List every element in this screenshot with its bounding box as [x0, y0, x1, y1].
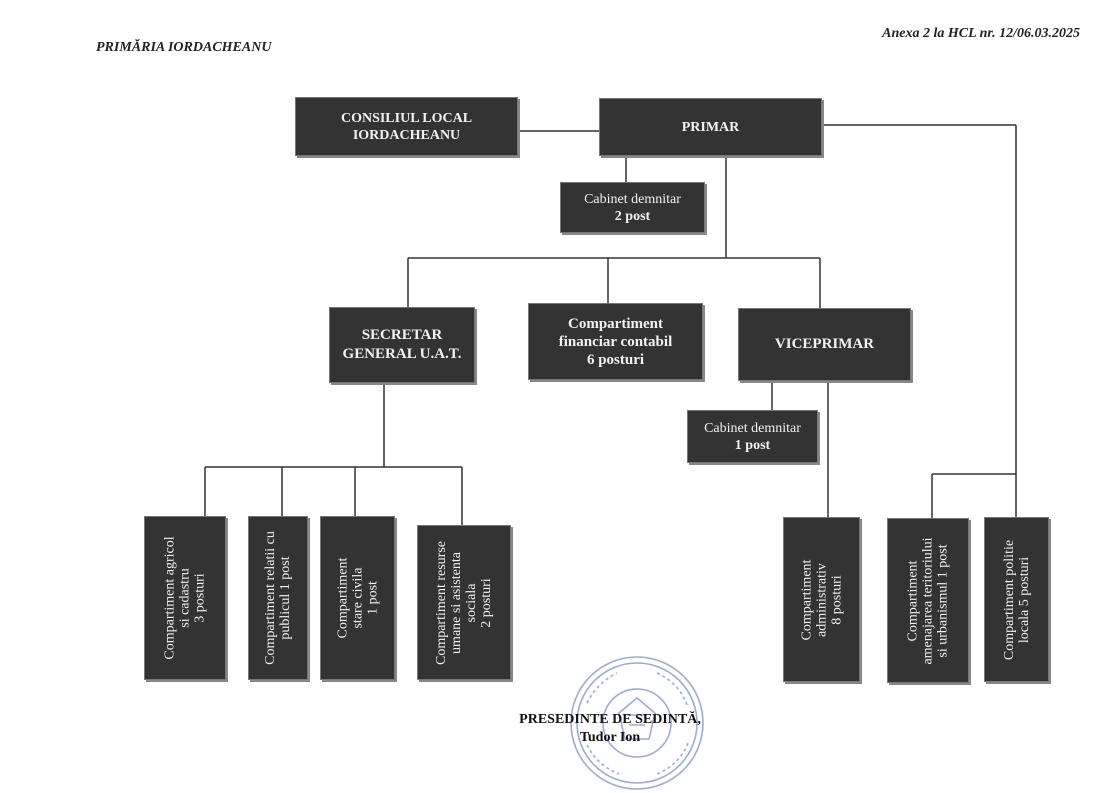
secretar-line2: GENERAL U.A.T. [342, 346, 462, 362]
secretar-line1: SECRETAR [361, 327, 443, 343]
compartiment-relatii-box: Compartiment relatii cu publicul 1 post [248, 516, 308, 680]
signature-block: PRESEDINTE DE SEDINTĂ, Tudor Ion [500, 711, 720, 747]
compartiment-agricol-box: Compartiment agricol si cadastru 3 postu… [144, 516, 226, 680]
cabinet-viceprimar-box: Cabinet demnitar 1 post [687, 410, 818, 463]
financiar-line2: financiar contabil [558, 333, 673, 350]
cabinet-viceprimar-line1: Cabinet demnitar [704, 420, 801, 436]
relatii-line1: Compartiment relatii cu [263, 531, 278, 665]
consiliu-local-box: CONSILIUL LOCAL IORDACHEANU [295, 97, 518, 156]
agricol-line2: si cadastru [177, 568, 193, 628]
administrativ-line1: Compartiment [799, 559, 814, 640]
compartiment-administrativ-box: Compartiment administrativ 8 posturi [783, 517, 860, 682]
financiar-line1: Compartiment [568, 315, 663, 332]
politie-line1: Compartiment politie [1001, 539, 1017, 660]
amenajare-line3: si urbanismul 1 post [935, 543, 951, 658]
stare-civila-line2: stare civila [350, 567, 365, 629]
cabinet-primar-box: Cabinet demnitar 2 post [560, 182, 705, 233]
politie-line2: locala 5 posturi [1016, 556, 1032, 643]
resurse-line4: 2 posturi [479, 577, 494, 628]
viceprimar-label: VICEPRIMAR [774, 336, 875, 352]
resurse-line1: Compartiment resurse [434, 540, 449, 665]
stare-civila-line3: 1 post [365, 581, 380, 615]
signature-name: Tudor Ion [579, 730, 641, 745]
agricol-line1: Compartiment agricol [162, 536, 178, 660]
administrativ-line3: 8 posturi [829, 574, 844, 625]
annex-reference: Anexa 2 la HCL nr. 12/06.03.2025 [882, 26, 1080, 41]
administrativ-line2: administrativ [814, 562, 829, 637]
signature-title: PRESEDINTE DE SEDINTĂ, [519, 712, 701, 727]
secretar-general-box: SECRETAR GENERAL U.A.T. [329, 307, 475, 383]
consiliu-line2: IORDACHEANU [352, 127, 461, 143]
compartiment-resurse-umane-box: Compartiment resurse umane si asistenta … [417, 525, 511, 680]
compartiment-politie-box: Compartiment politie locala 5 posturi [984, 517, 1049, 682]
consiliu-line1: CONSILIUL LOCAL [340, 110, 473, 126]
viceprimar-box: VICEPRIMAR [738, 308, 911, 381]
primar-box: PRIMAR [599, 98, 822, 156]
resurse-line2: umane si asistenta [449, 551, 464, 654]
amenajare-line2: amenajarea teritoriului [920, 536, 936, 665]
primar-label: PRIMAR [681, 119, 740, 135]
financiar-contabil-box: Compartiment financiar contabil 6 postur… [528, 303, 703, 380]
agricol-line3: 3 posturi [192, 573, 208, 623]
amenajare-line1: Compartiment [905, 560, 921, 641]
compartiment-stare-civila-box: Compartiment stare civila 1 post [320, 516, 395, 680]
compartiment-amenajare-box: Compartiment amenajarea teritoriului si … [887, 518, 969, 683]
cabinet-viceprimar-line2: 1 post [734, 437, 771, 453]
financiar-line3: 6 posturi [586, 351, 645, 368]
official-stamp-icon [570, 656, 704, 790]
institution-name: PRIMĂRIA IORDACHEANU [96, 40, 272, 55]
cabinet-primar-line1: Cabinet demnitar [584, 191, 681, 207]
stare-civila-line1: Compartiment [335, 557, 350, 639]
relatii-line2: publicul 1 post [278, 556, 293, 640]
resurse-line3: sociala [464, 583, 479, 622]
cabinet-primar-line2: 2 post [614, 208, 651, 224]
